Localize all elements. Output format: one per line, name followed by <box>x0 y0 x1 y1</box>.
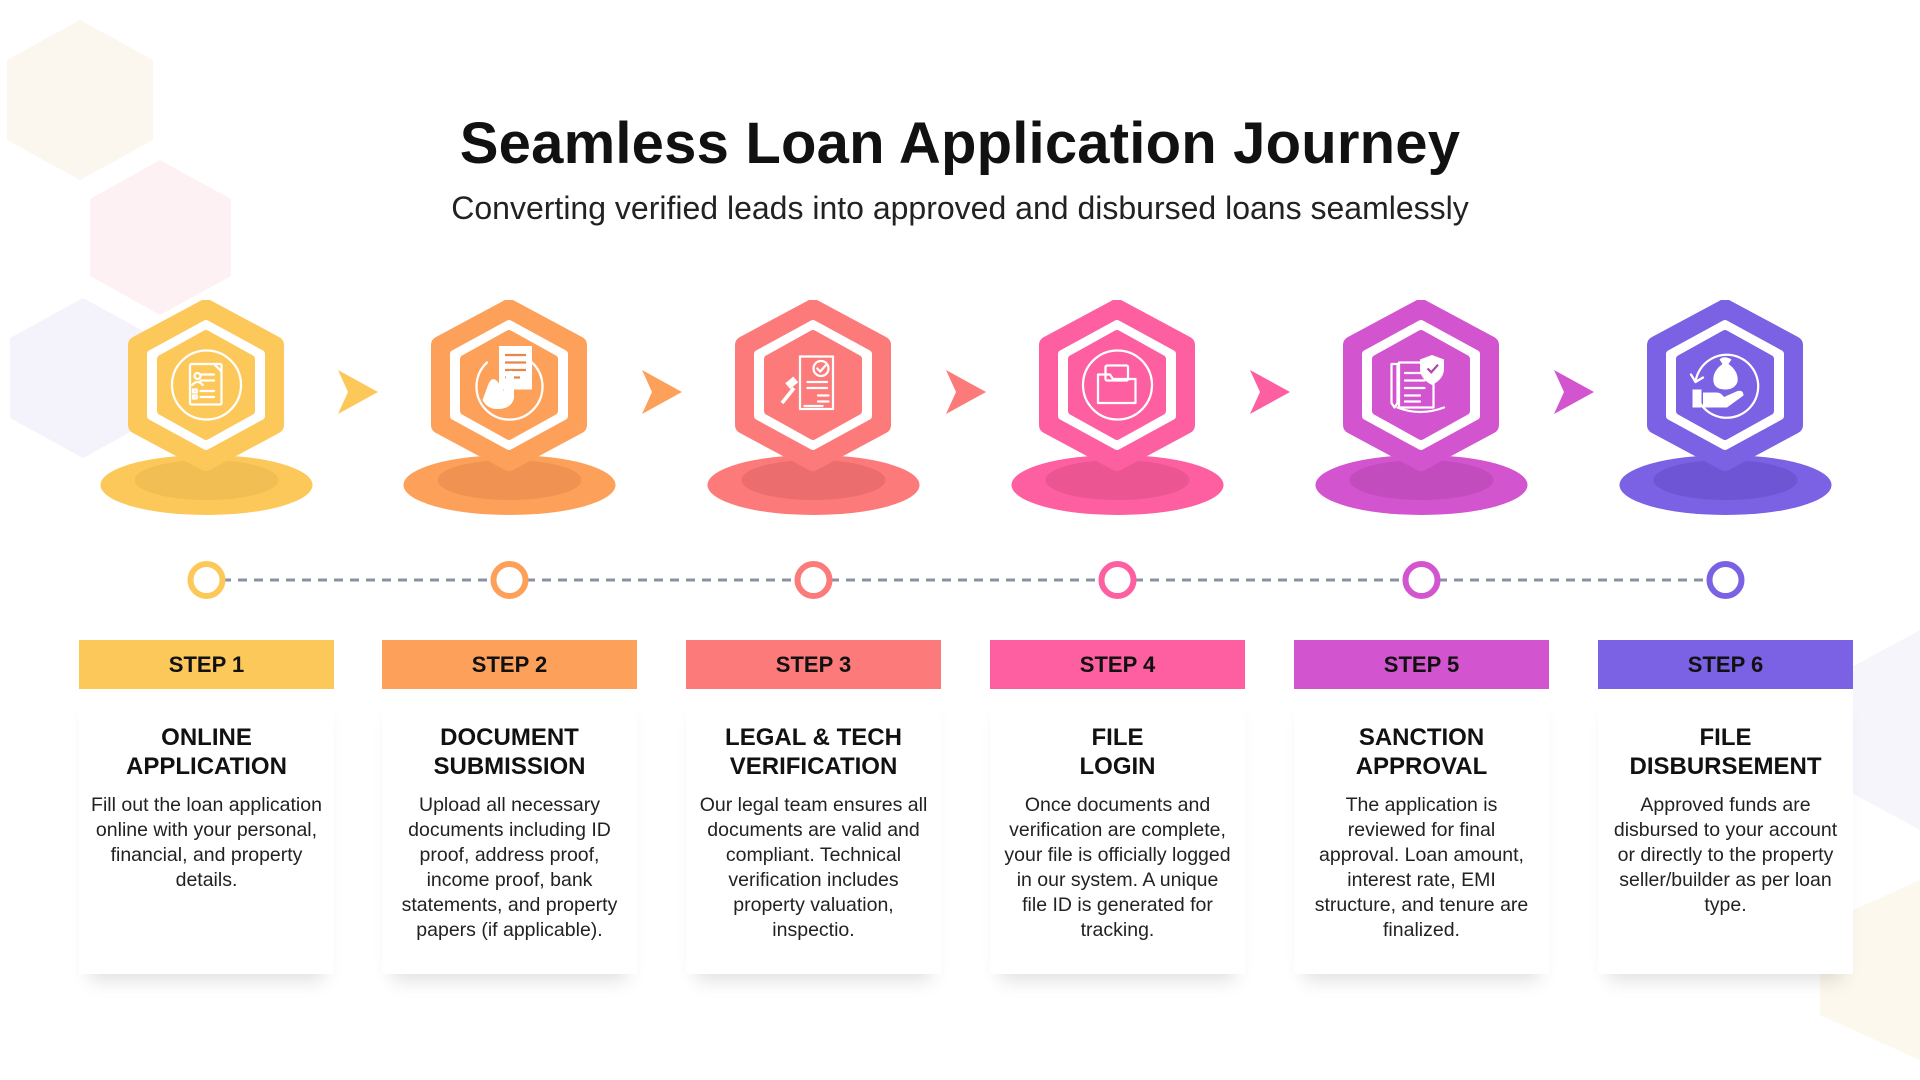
step-badge <box>686 300 941 530</box>
background-hexagon-1 <box>7 20 153 180</box>
timeline-node-4 <box>1098 561 1137 599</box>
step-label: STEP 6 <box>1598 640 1853 689</box>
step-badge <box>79 300 334 530</box>
step-2: STEP 2 DOCUMENT SUBMISSION Upload all ne… <box>382 0 637 1080</box>
step-label: STEP 4 <box>990 640 1245 689</box>
step-description: Once documents and verification are comp… <box>1004 794 1231 941</box>
step-card <box>382 689 637 974</box>
step-arrow-5 <box>1553 370 1594 414</box>
step-title: ONLINE APPLICATION <box>126 724 287 780</box>
step-description: Fill out the loan application online wit… <box>91 794 322 891</box>
step-title: FILE DISBURSEMENT <box>1629 724 1822 780</box>
step-3: STEP 3 LEGAL & TECH VERIFICATION Our leg… <box>686 0 941 1080</box>
page-subtitle: Converting verified leads into approved … <box>451 190 1469 226</box>
timeline-node-1 <box>187 561 226 599</box>
step-description: The application is reviewed for final ap… <box>1314 794 1529 941</box>
step-badge <box>1598 300 1853 530</box>
background-hexagon-2 <box>90 160 231 315</box>
approval-shield-icon <box>1390 355 1446 414</box>
step-description: Our legal team ensures all documents are… <box>699 794 928 941</box>
step-arrow-2 <box>641 370 682 414</box>
step-1: STEP 1 ONLINE APPLICATION Fill out the l… <box>79 0 334 1080</box>
step-arrow-1 <box>338 370 378 414</box>
step-label: STEP 2 <box>382 640 637 689</box>
step-5: STEP 5 SANCTION APPROVAL The application… <box>1294 0 1549 1080</box>
money-hand-icon <box>1689 353 1760 419</box>
page-title: Seamless Loan Application Journey <box>459 111 1461 176</box>
step-card <box>1294 689 1549 974</box>
application-form-icon <box>170 349 243 421</box>
step-arrow-4 <box>1249 370 1290 414</box>
step-card <box>1598 689 1853 974</box>
step-card <box>686 689 941 974</box>
step-description: Approved funds are disbursed to your acc… <box>1613 794 1838 916</box>
timeline-node-3 <box>794 561 833 599</box>
step-badge <box>382 300 637 530</box>
step-label: STEP 5 <box>1294 640 1549 689</box>
timeline <box>187 561 1745 599</box>
step-badge <box>1294 300 1549 530</box>
step-label: STEP 3 <box>686 640 941 689</box>
step-arrow-3 <box>945 370 986 414</box>
step-card <box>990 689 1245 974</box>
timeline-node-6 <box>1706 561 1745 599</box>
step-card <box>79 689 334 974</box>
step-4: STEP 4 FILE LOGIN Once documents and ver… <box>990 0 1245 1080</box>
folder-icon <box>1081 349 1154 421</box>
step-badge <box>990 300 1245 530</box>
step-description: Upload all necessary documents including… <box>401 794 618 941</box>
document-upload-icon <box>475 346 544 421</box>
step-title: LEGAL & TECH VERIFICATION <box>725 724 902 780</box>
timeline-node-2 <box>490 561 529 599</box>
step-title: FILE LOGIN <box>1079 724 1156 780</box>
step-title: DOCUMENT SUBMISSION <box>433 724 586 780</box>
step-title: SANCTION APPROVAL <box>1355 724 1488 780</box>
background-hexagon-3 <box>10 298 156 458</box>
legal-gavel-icon <box>780 355 835 411</box>
step-label: STEP 1 <box>79 640 334 689</box>
timeline-node-5 <box>1402 561 1441 599</box>
step-6: STEP 6 FILE DISBURSEMENT Approved funds … <box>1598 0 1853 1080</box>
